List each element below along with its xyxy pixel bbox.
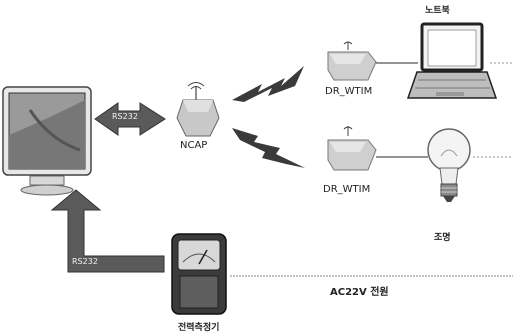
wireless-link-bottom <box>232 128 305 168</box>
lightbulb-icon <box>428 129 470 202</box>
ncap-label: NCAP <box>180 140 207 151</box>
power-meter-label: 전력측정기 <box>178 320 219 333</box>
ac-power-label: AC22V 전원 <box>330 283 389 298</box>
rs232-ncap-label: RS232 <box>112 112 138 121</box>
pc-monitor-icon <box>3 87 91 195</box>
lamp-label: 조명 <box>434 230 451 243</box>
dr-wtim-top-label: DR_WTIM <box>325 86 372 97</box>
notebook-icon <box>408 24 496 98</box>
ncap-node-icon <box>177 83 219 137</box>
dr-wtim-bottom-icon <box>328 126 376 170</box>
dr-wtim-bottom-label: DR_WTIM <box>323 184 370 195</box>
dr-wtim-top-icon <box>328 42 376 80</box>
rs232-arrow-to-monitor <box>52 190 164 272</box>
power-meter-icon <box>172 234 226 314</box>
wireless-link-top <box>232 66 304 102</box>
rs232-meter-label: RS232 <box>72 257 98 266</box>
notebook-label: 노트북 <box>425 3 450 16</box>
